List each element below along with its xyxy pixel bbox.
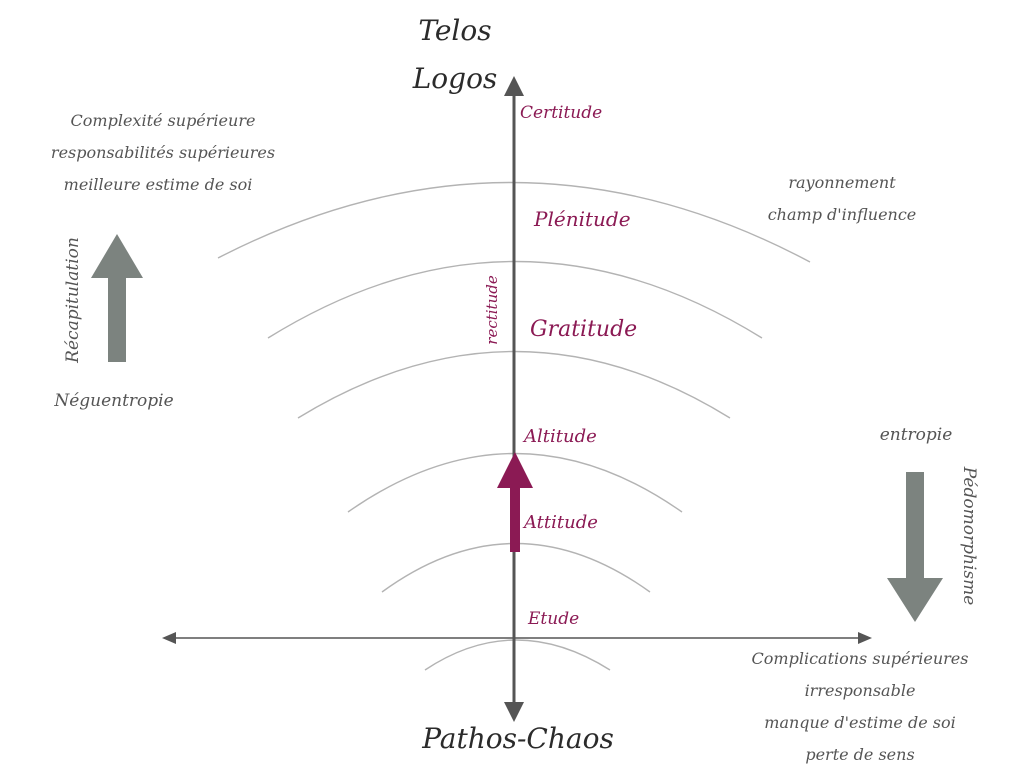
level-label-altitude: Altitude (522, 426, 597, 447)
recapitulation-arrow-shaft (108, 272, 126, 362)
left-line-3: meilleure estime de soi (64, 175, 253, 194)
right-bottom-line-3: manque d'estime de soi (764, 713, 955, 732)
vertical-axis-bottom-arrowhead (504, 702, 524, 722)
progress-arrow-shaft (510, 484, 520, 552)
right-bottom-line-1: Complications supérieures (752, 649, 969, 668)
arc-6 (424, 639, 611, 671)
neguentropie-label: Néguentropie (53, 391, 173, 411)
pedomorphisme-arrow (887, 472, 943, 622)
vertical-axis-top-arrowhead (504, 76, 524, 96)
level-label-etude: Etude (527, 609, 579, 629)
recapitulation-label: Récapitulation (63, 237, 83, 364)
horizontal-axis-right-arrowhead (858, 632, 872, 644)
vertical-axis (504, 76, 524, 722)
progress-arrow-head (497, 452, 533, 488)
right-bottom-line-4: perte de sens (805, 745, 914, 764)
pedomorphisme-arrow-shaft (906, 472, 924, 582)
right-top-line-1: rayonnement (788, 173, 896, 192)
rectitude-label: rectitude (483, 275, 501, 345)
pedomorphisme-arrow-head (887, 578, 943, 622)
pathos-chaos-label: Pathos-Chaos (421, 722, 614, 755)
entropie-label: entropie (880, 425, 953, 445)
left-line-1: Complexité supérieure (71, 111, 256, 130)
level-label-attitude: Attitude (522, 512, 598, 533)
left-line-2: responsabilités supérieures (51, 143, 275, 162)
logos-label: Logos (412, 62, 498, 95)
horizontal-axis (162, 632, 872, 644)
progress-arrow (497, 452, 533, 552)
level-label-certitude: Certitude (520, 103, 602, 123)
right-bottom-line-2: irresponsable (805, 681, 916, 700)
telos-label: Telos (418, 14, 491, 47)
level-label-gratitude: Gratitude (530, 317, 637, 342)
right-top-line-2: champ d'influence (768, 205, 917, 224)
pedomorphisme-label: Pédomorphisme (959, 466, 979, 606)
recapitulation-arrow (91, 234, 143, 362)
level-label-plenitude: Plénitude (533, 207, 631, 231)
recapitulation-arrow-head (91, 234, 143, 278)
horizontal-axis-left-arrowhead (162, 632, 176, 644)
